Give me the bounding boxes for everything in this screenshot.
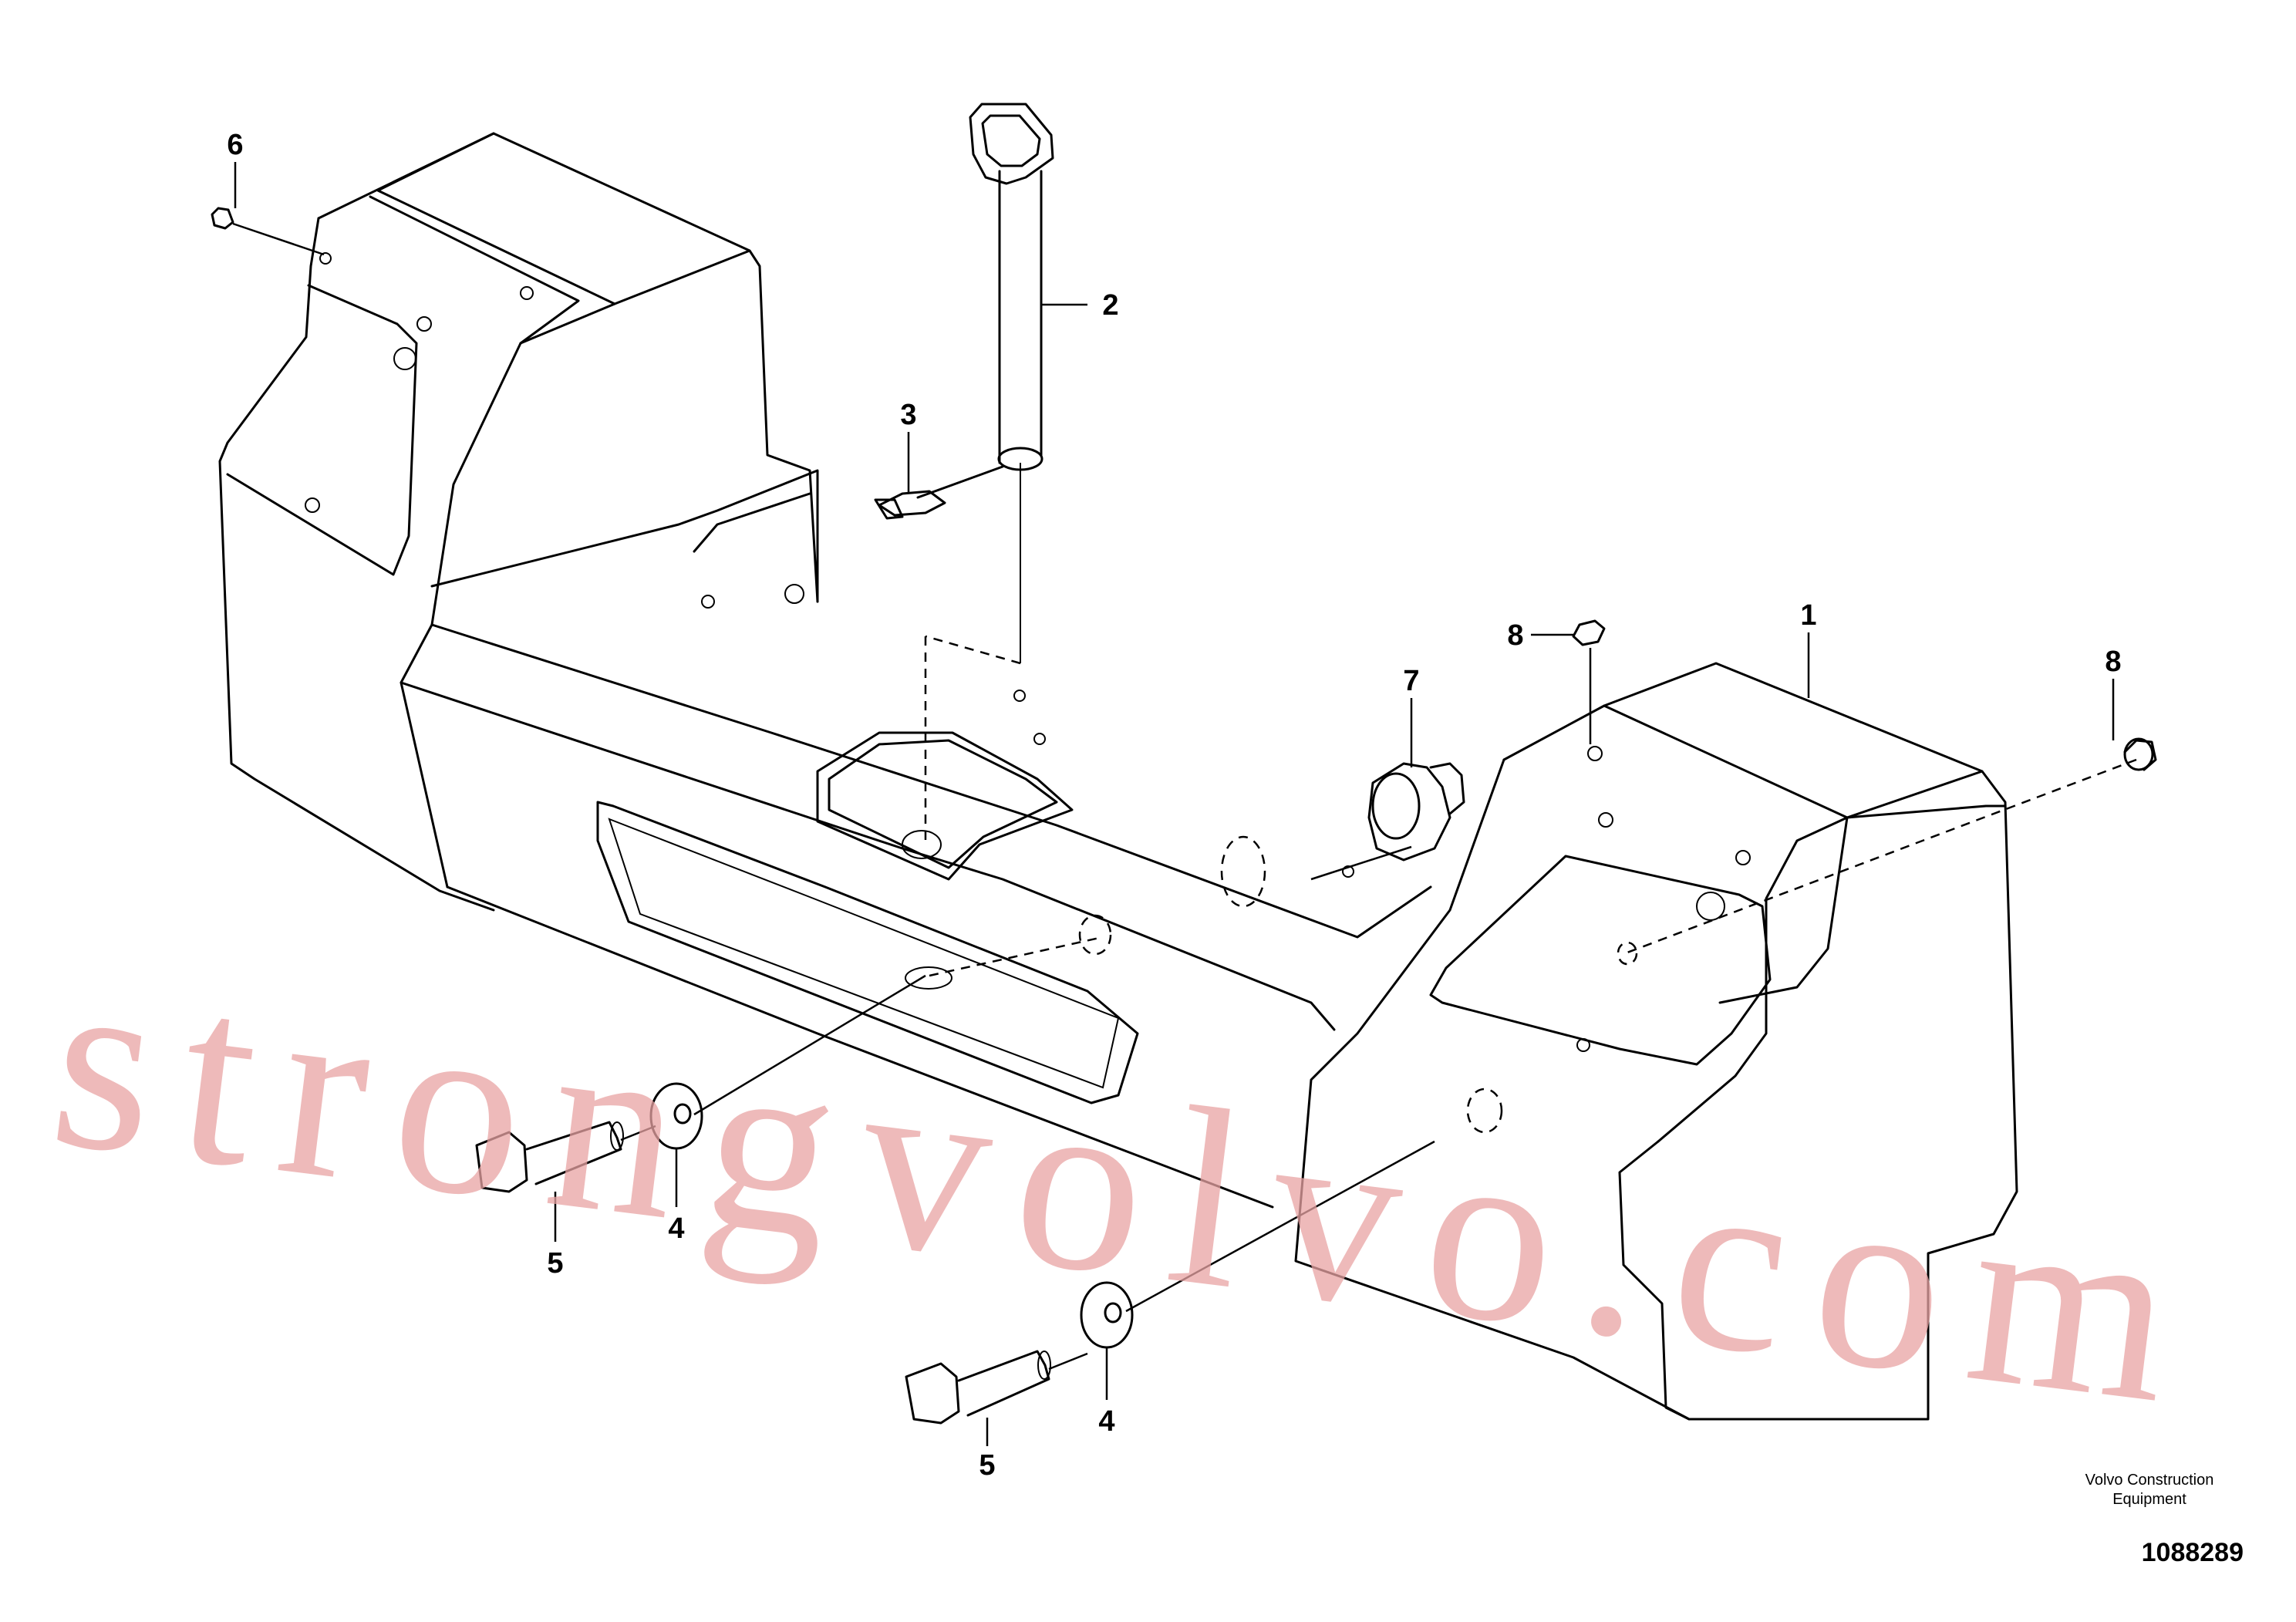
callout-3: 3 — [900, 399, 916, 431]
callout-7: 7 — [1403, 665, 1419, 697]
spring-clip — [874, 465, 1004, 520]
callout-8-top: 8 — [1507, 619, 1523, 652]
counterweight-body — [218, 132, 2018, 1421]
assembly-lines — [620, 635, 2137, 1371]
callout-5-upper: 5 — [547, 1247, 563, 1280]
callout-2: 2 — [1102, 289, 1118, 322]
callout-4-lower: 4 — [1098, 1405, 1114, 1438]
washer-upper — [649, 1082, 703, 1150]
bolt-upper — [475, 1121, 624, 1193]
cap-plug-top — [1572, 619, 1606, 646]
brand-label: Volvo Construction Equipment — [2049, 1471, 2250, 1509]
callout-4-upper: 4 — [668, 1212, 684, 1245]
cap-plug-side — [2123, 737, 2157, 771]
watermark-text: strongvolvo.com — [39, 917, 2215, 1459]
small-screw — [211, 207, 325, 256]
rubber-plug — [1220, 762, 1465, 908]
callout-leaders — [234, 162, 2115, 1446]
washer-lower — [1080, 1281, 1134, 1349]
brand-line-2: Equipment — [2112, 1491, 2186, 1508]
brand-line-1: Volvo Construction — [2085, 1472, 2214, 1489]
bolt-lower — [905, 1350, 1051, 1425]
document-number: 1088289 — [2141, 1538, 2244, 1567]
pin-with-handle — [969, 103, 1054, 663]
callout-1: 1 — [1800, 599, 1816, 632]
callout-8-side: 8 — [2105, 646, 2121, 678]
callout-6: 6 — [227, 129, 243, 161]
callout-5-lower: 5 — [979, 1449, 995, 1482]
